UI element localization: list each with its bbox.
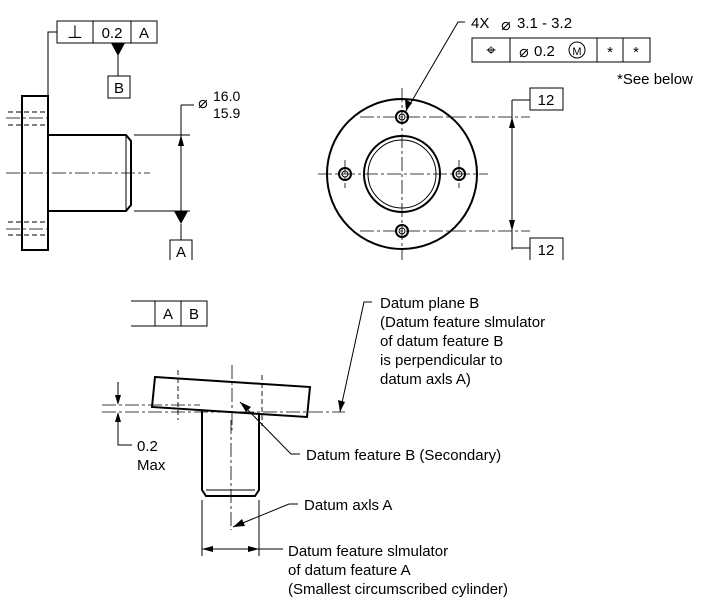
tilt-max: Max — [137, 457, 166, 474]
ref-frame-datum-a: A — [163, 306, 173, 323]
hole-count: 4X — [471, 15, 489, 32]
position-diameter-symbol: ⌀ — [519, 44, 529, 61]
datum-plane-b-line-3: of datum feature B — [380, 333, 503, 350]
datum-a-label: A — [176, 244, 186, 261]
datum-plane-b-line-4: is perpendicular to — [380, 352, 503, 369]
datum-axis-a-label: Datum axls A — [304, 497, 392, 514]
datum-symbol-b: B — [107, 43, 131, 99]
position-tolerance: 0.2 — [534, 43, 555, 60]
datum-plane-b-line-1: Datum plane B — [380, 295, 479, 312]
datum-plane-b-line-2: (Datum feature slmulator — [380, 314, 545, 331]
datum-ref-2: * — [633, 44, 639, 61]
position-symbol: ⌖ — [486, 41, 496, 60]
position-frame: ⌖ ⌀ 0.2 M * * — [471, 37, 651, 63]
tilt-value: 0.2 — [137, 438, 158, 455]
side-view: ⊥ 0.2 A B ⌀ — [6, 20, 240, 261]
hole-diameter-symbol: ⌀ — [501, 17, 511, 34]
simulator-a-line-2: of datum feature A — [288, 562, 411, 579]
hole-diameter-range: 3.1 - 3.2 — [517, 15, 572, 32]
front-view: 4X ⌀ 3.1 - 3.2 ⌖ ⌀ 0.2 M * * *See below … — [318, 15, 693, 260]
perpendicularity-frame: ⊥ 0.2 A — [56, 20, 158, 44]
mmc-modifier: M — [572, 46, 581, 58]
datum-b-label: B — [114, 80, 124, 97]
fcf-tolerance: 0.2 — [102, 25, 123, 42]
diameter-symbol: ⌀ — [198, 95, 208, 112]
basic-dim-top: 12 — [538, 92, 555, 109]
datum-reference-frame: A B — [131, 300, 208, 327]
ref-frame-datum-b: B — [189, 306, 199, 323]
perpendicularity-symbol: ⊥ — [67, 22, 83, 42]
simulator-a-line-3: (Smallest circumscribed cylinder) — [288, 581, 508, 598]
detail-view: A B 0.2 Max Datum plane B (Datum feature… — [102, 295, 545, 598]
simulator-a-line-1: Datum feature slmulator — [288, 543, 448, 560]
basic-dim-bottom: 12 — [538, 242, 555, 259]
diameter-lower: 15.9 — [213, 105, 240, 121]
see-below-note: *See below — [617, 71, 693, 88]
datum-feature-b-label: Datum feature B (Secondary) — [306, 447, 501, 464]
diameter-upper: 16.0 — [213, 88, 240, 104]
datum-ref-1: * — [607, 44, 613, 61]
datum-plane-b-line-5: datum axls A) — [380, 371, 471, 388]
fcf-datum: A — [139, 25, 149, 42]
